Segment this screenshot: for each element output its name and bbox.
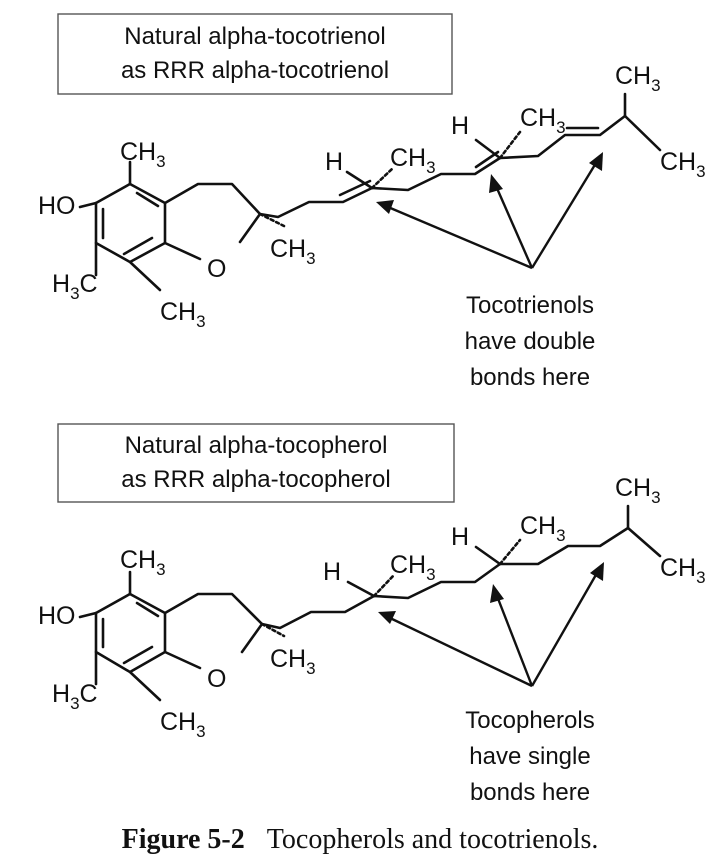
ring-oxygen-label: O [207, 255, 226, 283]
chain-methyl-1-label: CH3 [390, 144, 436, 177]
tocotrienol-box-line2: as RRR alpha-tocotrienol [121, 57, 389, 84]
ring-methyl-top-label: CH3 [120, 138, 166, 171]
tocopherol-note-line1: Tocopherols [465, 707, 594, 734]
ring-methyl-top-label: CH3 [120, 546, 166, 579]
hydroxyl-label: HO [38, 192, 76, 220]
stereo-h2-label: H [451, 112, 469, 140]
stereo-h2-label: H [451, 523, 469, 551]
chain-methyl-2-label: CH3 [520, 104, 566, 137]
figure-caption: Figure 5-2 Tocopherols and tocotrienols. [122, 824, 599, 855]
terminal-methyl-1-label: CH3 [615, 474, 661, 507]
tocotrienol-note-line2: have double [465, 328, 596, 355]
tocopherol-box-line1: Natural alpha-tocopherol [125, 432, 388, 459]
tocotrienol-structure: Natural alpha-tocotrienol as RRR alpha-t… [38, 13, 706, 391]
chain-methyl-2-label: CH3 [520, 512, 566, 545]
chain-methyl-1-label: CH3 [390, 551, 436, 584]
tocotrienol-skeleton [78, 92, 662, 292]
ring-methyl-left-label: H3C [52, 270, 98, 303]
ring-methyl-bottom-label: CH3 [160, 298, 206, 331]
tocopherol-note-line2: have single [469, 743, 590, 770]
hydroxyl-label: HO [38, 602, 76, 630]
tocotrienol-note-line1: Tocotrienols [466, 292, 594, 319]
tocopherol-pointer-arrows [378, 562, 604, 688]
ring-methyl-left-label: H3C [52, 680, 98, 713]
terminal-methyl-2-label: CH3 [660, 148, 706, 181]
tocopherol-note-line3: bonds here [470, 779, 590, 806]
tocopherol-skeleton [78, 504, 662, 702]
stereo-h1-label: H [325, 148, 343, 176]
tocopherol-label-box [57, 423, 455, 503]
tocotrienol-label-box [57, 13, 453, 95]
caption-text: Tocopherols and tocotrienols. [267, 824, 599, 855]
ring-methyl-bottom-label: CH3 [160, 708, 206, 741]
c2-methyl-label: CH3 [270, 235, 316, 268]
terminal-methyl-2-label: CH3 [660, 554, 706, 587]
stereo-h1-label: H [323, 558, 341, 586]
tocopherol-box-line2: as RRR alpha-tocopherol [121, 466, 390, 493]
c2-methyl-label: CH3 [270, 645, 316, 678]
caption-label: Figure 5-2 [122, 824, 245, 855]
tocotrienol-note-line3: bonds here [470, 364, 590, 391]
tocopherol-structure: Natural alpha-tocopherol as RRR alpha-to… [38, 423, 706, 806]
tocotrienol-box-line1: Natural alpha-tocotrienol [124, 23, 385, 50]
tocotrienol-pointer-arrows [376, 152, 603, 270]
terminal-methyl-1-label: CH3 [615, 62, 661, 95]
ring-oxygen-label: O [207, 665, 226, 693]
